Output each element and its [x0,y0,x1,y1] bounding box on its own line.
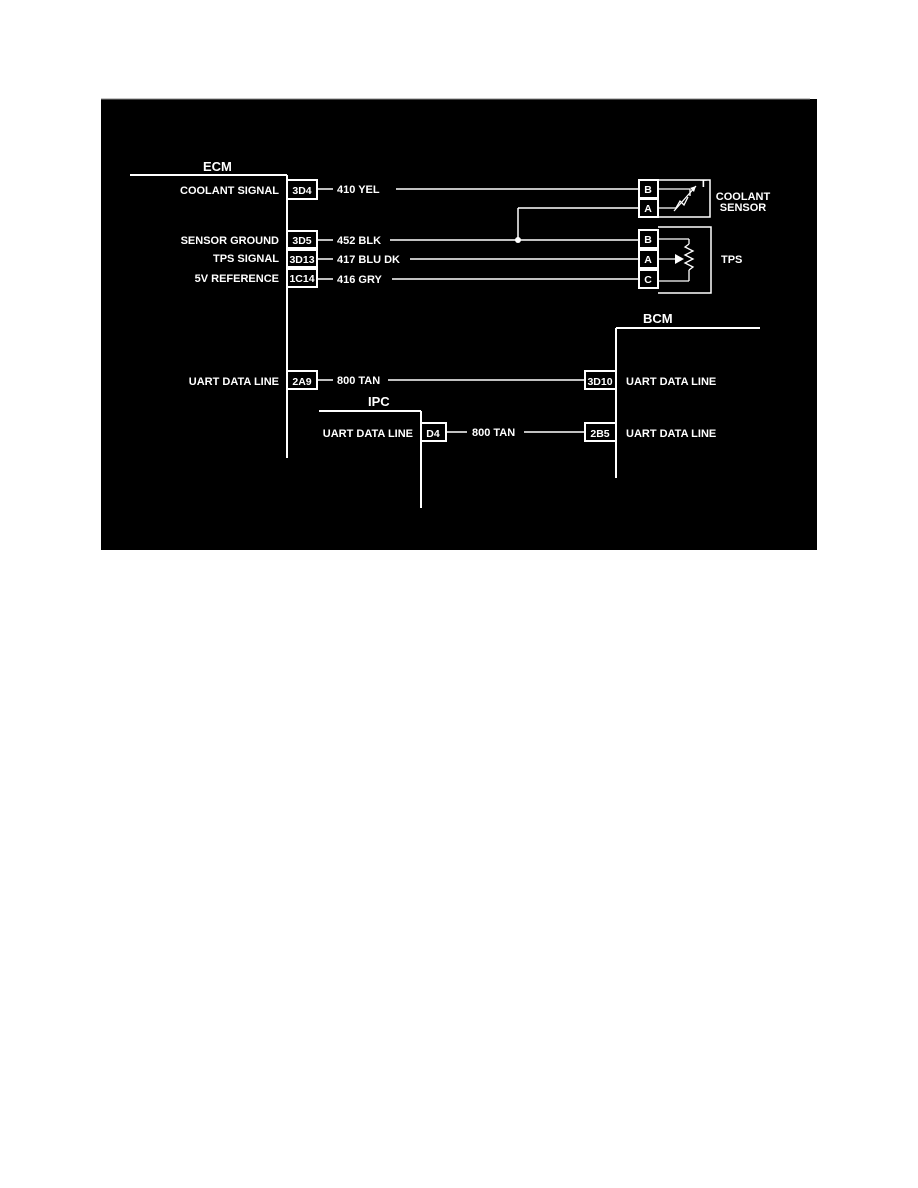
thermistor-icon [658,185,697,212]
ecm-signal-5v-reference: 5V REFERENCE [195,273,279,285]
bcm-pin-2b5: 2B5 [590,428,609,440]
ecm-pin-box [286,268,318,288]
tps-sensor: B A C TPS [638,226,742,294]
wire-label-800-tan-ecm: 800 TAN [337,375,380,387]
coolant-pin-a: A [644,203,652,215]
tps-pin-c: C [644,274,652,286]
coolant-sensor-body [658,179,711,218]
ipc-title: IPC [368,394,390,409]
ecm-signal-uart: UART DATA LINE [189,376,279,388]
ipc-signal-uart: UART DATA LINE [323,428,413,440]
ecm-module: ECM COOLANT SIGNAL SENSOR GROUND TPS SIG… [130,159,318,458]
ecm-signal-sensor-ground: SENSOR GROUND [181,235,279,247]
ecm-pin-3d13: 3D13 [289,254,314,266]
ecm-pin-2a9: 2A9 [292,376,311,388]
wires: 410 YEL 452 BLK 417 BLU DK 416 GRY 800 T… [317,184,639,439]
coolant-sensor-label-2: SENSOR [720,202,767,214]
ecm-pin-3d4: 3D4 [292,185,311,197]
bcm-signal-uart-1: UART DATA LINE [626,376,716,388]
bcm-pin-3d10: 3D10 [587,376,612,388]
potentiometer-icon [658,238,695,282]
tps-label: TPS [721,254,742,266]
tps-pin-b: B [644,234,652,246]
wire-label-452-blk: 452 BLK [337,235,381,247]
tps-pin-a: A [644,254,652,266]
coolant-temp-symbol: T [700,178,707,190]
tps-body [658,226,712,294]
coolant-pin-b: B [644,184,652,196]
wire-label-417-blu-dk: 417 BLU DK [337,254,400,266]
bcm-signal-uart-2: UART DATA LINE [626,428,716,440]
ecm-pin-1c14: 1C14 [289,273,314,285]
coolant-sensor-label-1: COOLANT [716,191,771,203]
wire-label-410-yel: 410 YEL [337,184,380,196]
ecm-signal-tps: TPS SIGNAL [213,253,279,265]
splice-dot [515,237,521,243]
wire-label-416-gry: 416 GRY [337,274,383,286]
wire-label-800-tan-ipc: 800 TAN [472,427,515,439]
ipc-pin-d4: D4 [426,428,440,440]
bcm-module: BCM 3D10 2B5 UART DATA LINE UART DATA LI… [584,311,760,478]
coolant-sensor: B A T COOLANT SENSOR [638,178,771,218]
ipc-module: IPC D4 UART DATA LINE [319,394,447,508]
bcm-title: BCM [643,311,673,326]
ecm-pin-3d5: 3D5 [292,235,311,247]
ecm-signal-coolant: COOLANT SIGNAL [180,185,279,197]
ecm-title: ECM [203,159,232,174]
